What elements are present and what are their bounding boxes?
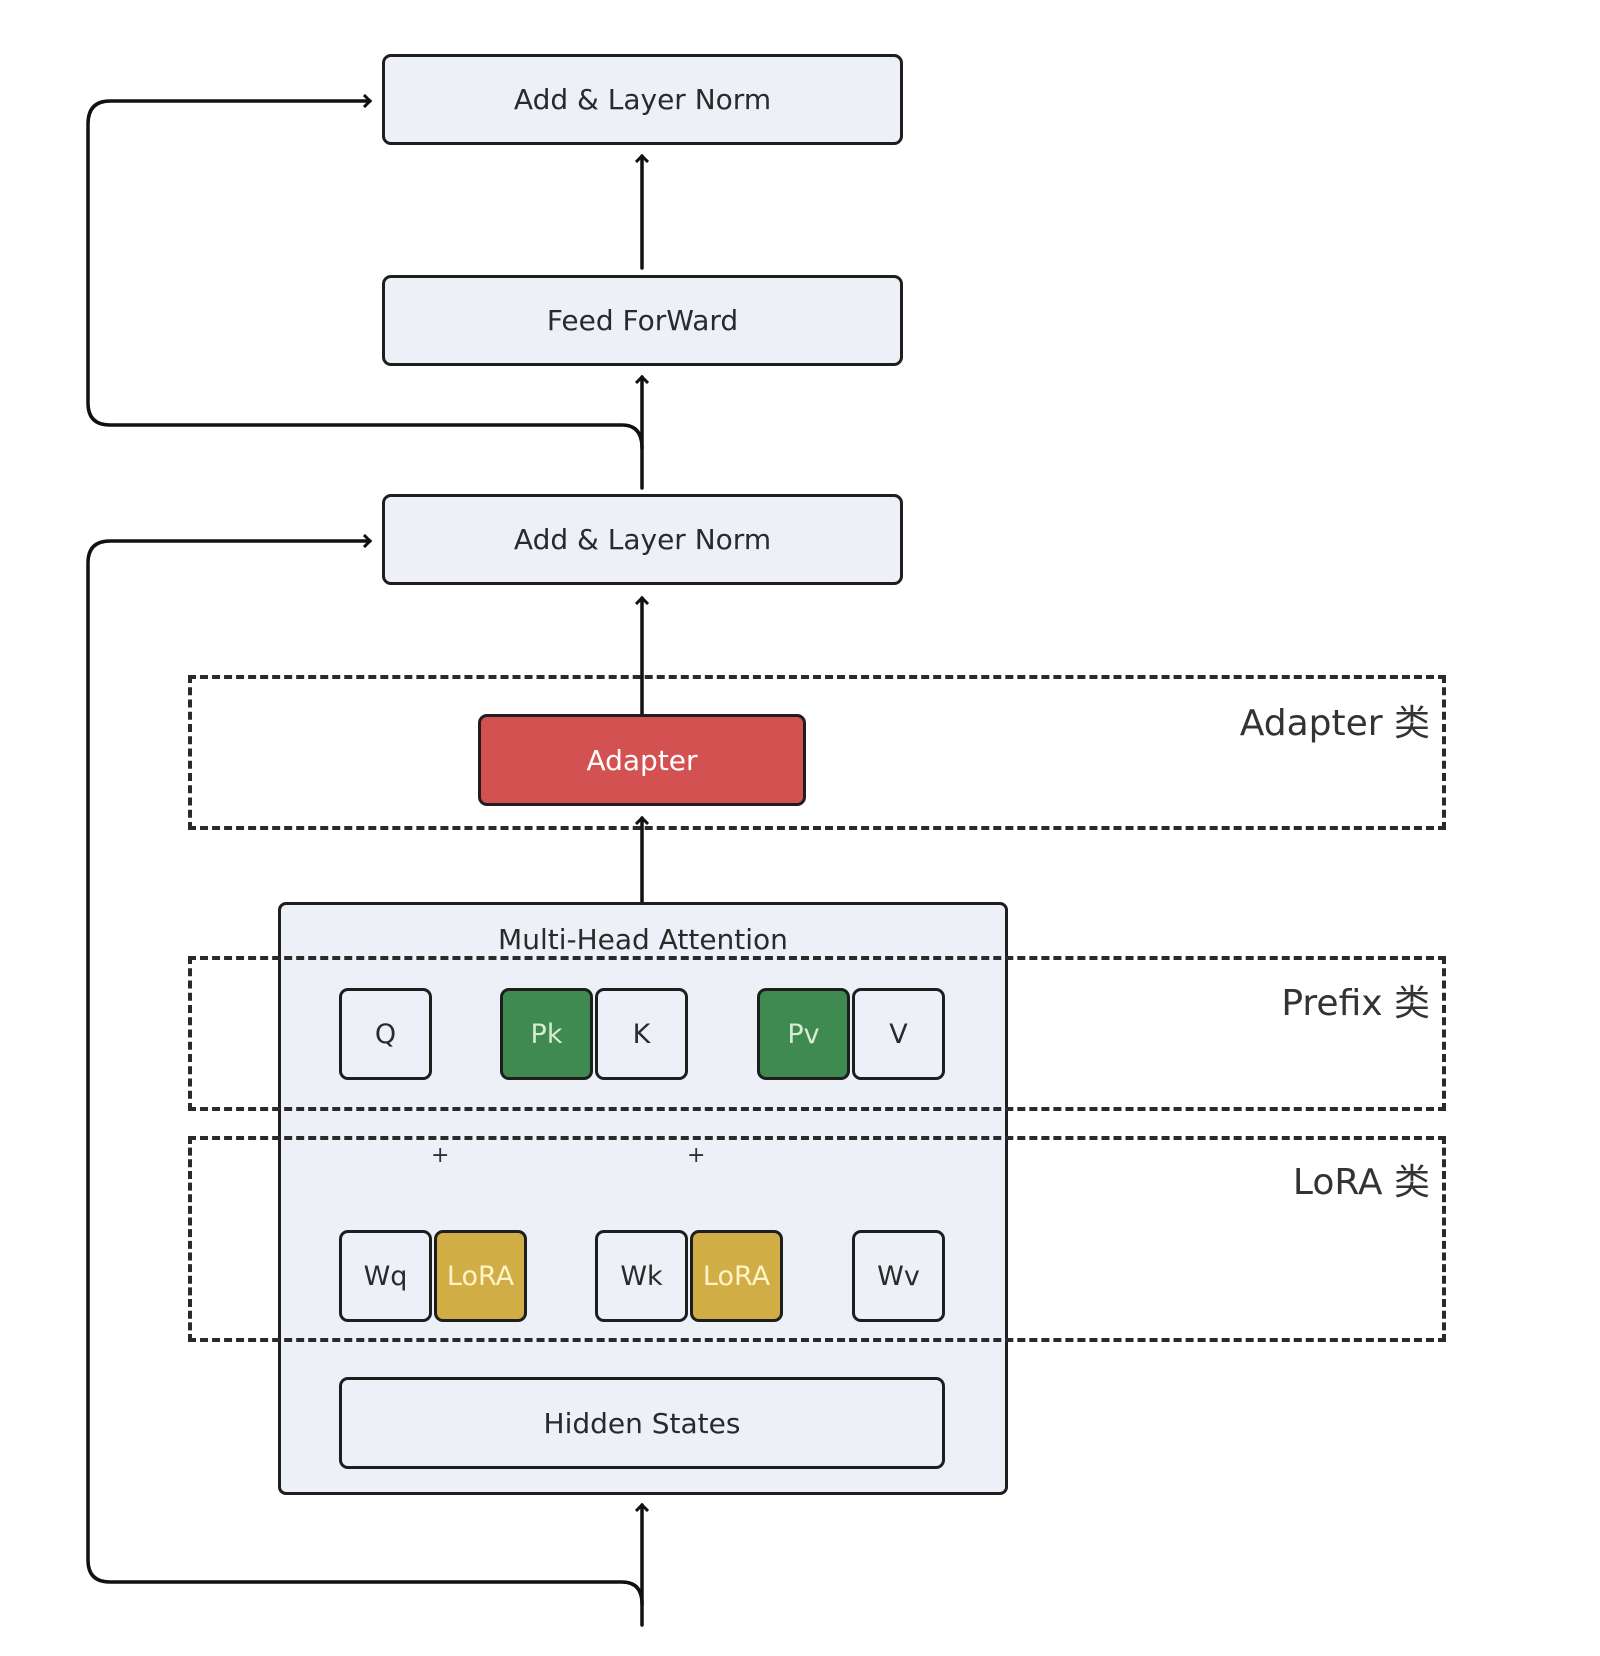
hidden-states-label: Hidden States xyxy=(543,1406,741,1440)
plus-k: + xyxy=(687,1143,706,1168)
residual-lower xyxy=(86,541,644,1606)
feed-forward-block: Feed ForWard xyxy=(382,275,903,366)
lora-zone-label: LoRA 类 xyxy=(1292,1162,1430,1203)
lora-q-label: LoRA xyxy=(446,1260,515,1292)
pv-box: Pv xyxy=(757,988,850,1080)
wk-box: Wk xyxy=(595,1230,688,1322)
lora-zone xyxy=(188,1136,1446,1342)
adapter-label: Adapter xyxy=(586,743,698,777)
q-box: Q xyxy=(339,988,432,1080)
feed-forward-label: Feed ForWard xyxy=(546,304,739,337)
add-layer-norm-top: Add & Layer Norm xyxy=(382,54,903,145)
v-box: V xyxy=(852,988,945,1080)
add-layer-norm-top-label: Add & Layer Norm xyxy=(513,83,772,116)
hidden-states-box: Hidden States xyxy=(339,1377,945,1469)
k-label: K xyxy=(632,1018,651,1050)
q-label: Q xyxy=(374,1018,397,1050)
prefix-zone xyxy=(188,956,1446,1111)
add-layer-norm-mid: Add & Layer Norm xyxy=(382,494,903,585)
pk-label: Pk xyxy=(530,1018,563,1050)
k-box: K xyxy=(595,988,688,1080)
wv-box: Wv xyxy=(852,1230,945,1322)
pv-label: Pv xyxy=(787,1018,820,1050)
lora-q-box: LoRA xyxy=(434,1230,527,1322)
add-layer-norm-mid-label: Add & Layer Norm xyxy=(513,523,772,556)
pk-box: Pk xyxy=(500,988,593,1080)
adapter-block: Adapter xyxy=(478,714,806,806)
prefix-zone-label: Prefix 类 xyxy=(1281,983,1430,1024)
v-label: V xyxy=(889,1018,908,1050)
residual-upper xyxy=(86,101,644,450)
lora-k-box: LoRA xyxy=(690,1230,783,1322)
plus-q: + xyxy=(431,1143,450,1168)
wq-box: Wq xyxy=(339,1230,432,1322)
wk-label: Wk xyxy=(620,1260,663,1292)
wq-label: Wq xyxy=(363,1260,408,1292)
adapter-zone xyxy=(188,675,1446,830)
lora-k-label: LoRA xyxy=(702,1260,771,1292)
adapter-zone-label: Adapter 类 xyxy=(1239,703,1430,744)
multi-head-attention-title: Multi-Head Attention xyxy=(498,923,788,956)
wv-label: Wv xyxy=(877,1260,920,1292)
